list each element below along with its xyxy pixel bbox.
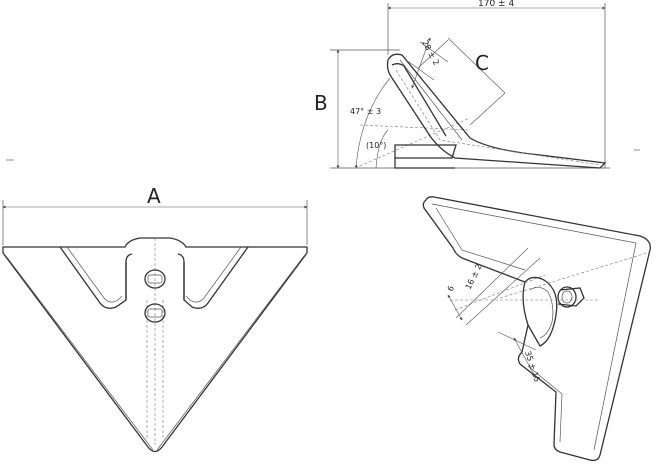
right-wing-notch <box>177 246 249 309</box>
left-wing-notch <box>59 246 133 309</box>
angle-10-label: (10°) <box>366 141 386 150</box>
shank-profile <box>386 53 607 169</box>
iso-bolt <box>557 286 585 308</box>
iso-inner-notch <box>524 276 558 347</box>
iso-outer-outline <box>422 196 651 462</box>
angle-47-arc <box>354 77 391 169</box>
dimension-6-label: 6 <box>446 284 456 293</box>
angle-47-label: 47° ± 3 <box>350 107 381 116</box>
dimension-35-label: 35 ± 15 <box>523 350 541 383</box>
isometric-view: 16 ± 2 6 35 ± 15 <box>422 196 651 462</box>
dimension-a-label: A <box>147 184 161 208</box>
bolt-hole-lower <box>144 303 166 323</box>
angle-10-arc <box>375 129 389 169</box>
front-view: A <box>2 184 308 453</box>
bolt-hole-upper <box>144 269 166 289</box>
dimension-170-label: 170 ± 4 <box>478 0 514 9</box>
side-view: 170 ± 4 B 47° ± 3 (10°) 28 ± 2 C <box>314 0 610 169</box>
dimension-c-label: C <box>475 51 489 75</box>
dimension-b-label: B <box>314 91 328 115</box>
sweep-outer-outline <box>2 237 308 453</box>
dimension-16-label: 16 ± 2 <box>464 263 484 291</box>
